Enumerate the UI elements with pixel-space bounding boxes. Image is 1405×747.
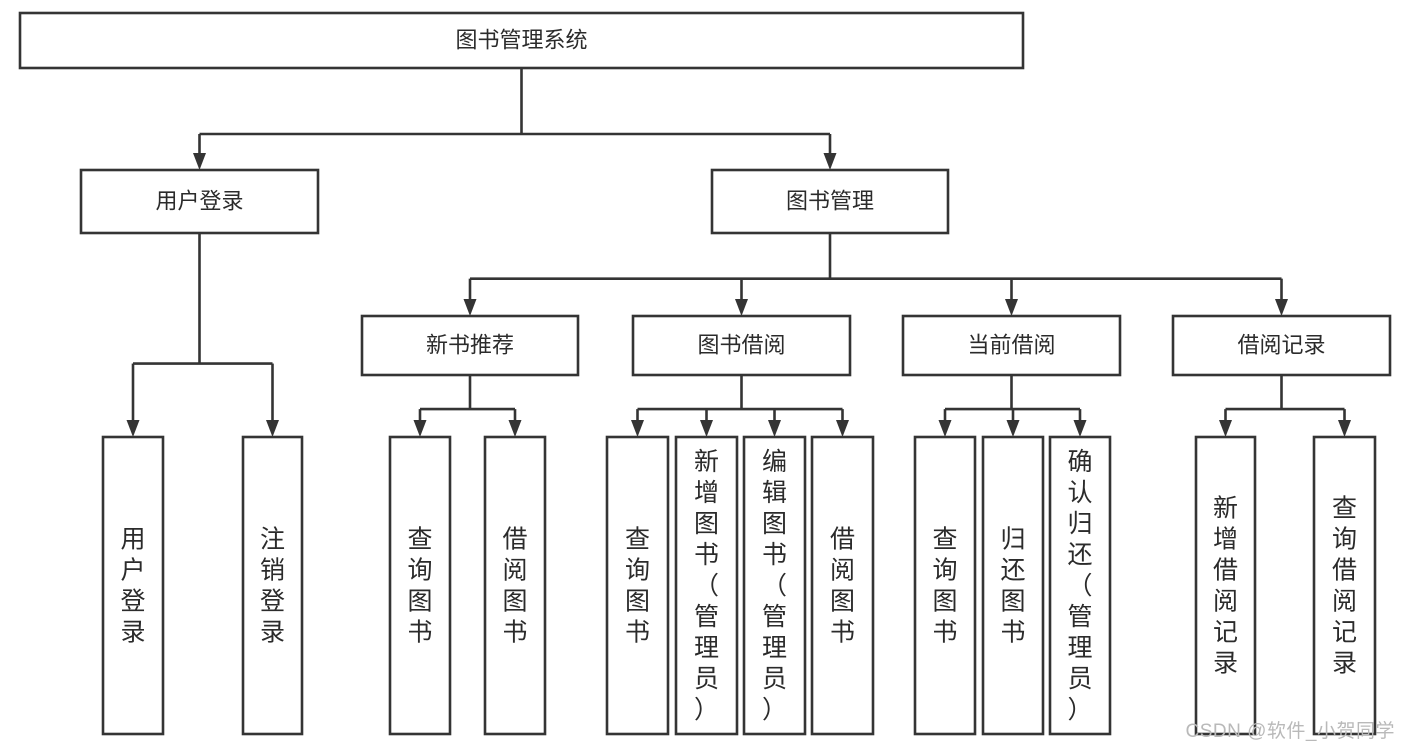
node-label-user-login: 用户登录 [155, 188, 243, 213]
node-box-leaf-borrow-book-2 [810, 435, 875, 736]
node-label-leaf-return-book: 归还图书 [1000, 526, 1025, 647]
node-leaf-confirm-return-admin[interactable]: 确认归还（管理员） [1048, 435, 1112, 736]
node-box-leaf-query-borrow-record [1312, 435, 1377, 736]
node-book-borrow[interactable]: 图书借阅 [631, 314, 852, 377]
node-box-leaf-query-book-1 [388, 435, 452, 736]
node-box-leaf-confirm-return-admin [1048, 435, 1112, 736]
node-label-book-borrow: 图书借阅 [697, 332, 785, 357]
node-box-book-management [710, 168, 950, 235]
node-box-leaf-borrow-book-1 [483, 435, 547, 736]
node-leaf-edit-book-admin[interactable]: 编辑图书（管理员） [742, 435, 807, 736]
node-leaf-query-book-1[interactable]: 查询图书 [388, 435, 452, 736]
node-current-borrow[interactable]: 当前借阅 [901, 314, 1122, 377]
node-label-leaf-user-login: 用户登录 [120, 526, 145, 647]
node-box-leaf-add-borrow-record [1194, 435, 1257, 736]
node-box-borrow-record [1171, 314, 1392, 377]
node-box-new-book-recommend [360, 314, 580, 377]
node-box-leaf-logout [241, 435, 304, 736]
node-box-leaf-query-book-2 [605, 435, 670, 736]
node-box-current-borrow [901, 314, 1122, 377]
connector-layer [126, 68, 1351, 437]
node-box-leaf-query-book-3 [913, 435, 977, 736]
node-label-leaf-borrow-book-1: 借阅图书 [502, 526, 527, 647]
node-leaf-query-book-3[interactable]: 查询图书 [913, 435, 977, 736]
node-leaf-query-book-2[interactable]: 查询图书 [605, 435, 670, 736]
node-book-management[interactable]: 图书管理 [710, 168, 950, 235]
node-new-book-recommend[interactable]: 新书推荐 [360, 314, 580, 377]
node-label-leaf-borrow-book-2: 借阅图书 [830, 526, 855, 647]
node-leaf-return-book[interactable]: 归还图书 [981, 435, 1045, 736]
node-leaf-add-borrow-record[interactable]: 新增借阅记录 [1194, 435, 1257, 736]
node-leaf-query-borrow-record[interactable]: 查询借阅记录 [1312, 435, 1377, 736]
node-box-root [18, 11, 1025, 70]
node-label-new-book-recommend: 新书推荐 [426, 332, 514, 357]
node-borrow-record[interactable]: 借阅记录 [1171, 314, 1392, 377]
node-label-borrow-record: 借阅记录 [1237, 332, 1325, 357]
node-leaf-user-login[interactable]: 用户登录 [101, 435, 165, 736]
node-leaf-borrow-book-1[interactable]: 借阅图书 [483, 435, 547, 736]
node-user-login[interactable]: 用户登录 [79, 168, 320, 235]
node-label-leaf-add-book-admin: 新增图书（管理员） [694, 448, 719, 724]
node-box-leaf-user-login [101, 435, 165, 736]
node-label-root: 图书管理系统 [455, 27, 587, 52]
node-label-current-borrow: 当前借阅 [967, 332, 1055, 357]
node-leaf-add-book-admin[interactable]: 新增图书（管理员） [674, 435, 739, 736]
node-label-leaf-query-book-1: 查询图书 [407, 526, 432, 647]
node-label-leaf-confirm-return-admin: 确认归还（管理员） [1067, 448, 1092, 724]
node-box-leaf-edit-book-admin [742, 435, 807, 736]
node-label-leaf-query-book-3: 查询图书 [932, 526, 957, 647]
node-label-leaf-edit-book-admin: 编辑图书（管理员） [762, 448, 787, 724]
node-label-leaf-logout: 注销登录 [260, 526, 285, 647]
node-box-user-login [79, 168, 320, 235]
node-root[interactable]: 图书管理系统 [18, 11, 1025, 70]
node-label-leaf-add-borrow-record: 新增借阅记录 [1213, 495, 1238, 678]
node-label-leaf-query-borrow-record: 查询借阅记录 [1332, 495, 1357, 678]
node-leaf-borrow-book-2[interactable]: 借阅图书 [810, 435, 875, 736]
node-label-book-management: 图书管理 [786, 188, 874, 213]
node-box-leaf-return-book [981, 435, 1045, 736]
node-box-book-borrow [631, 314, 852, 377]
node-layer: 图书管理系统用户登录图书管理新书推荐图书借阅当前借阅借阅记录用户登录注销登录查询… [18, 11, 1392, 736]
node-box-leaf-add-book-admin [674, 435, 739, 736]
node-leaf-logout[interactable]: 注销登录 [241, 435, 304, 736]
node-label-leaf-query-book-2: 查询图书 [625, 526, 650, 647]
